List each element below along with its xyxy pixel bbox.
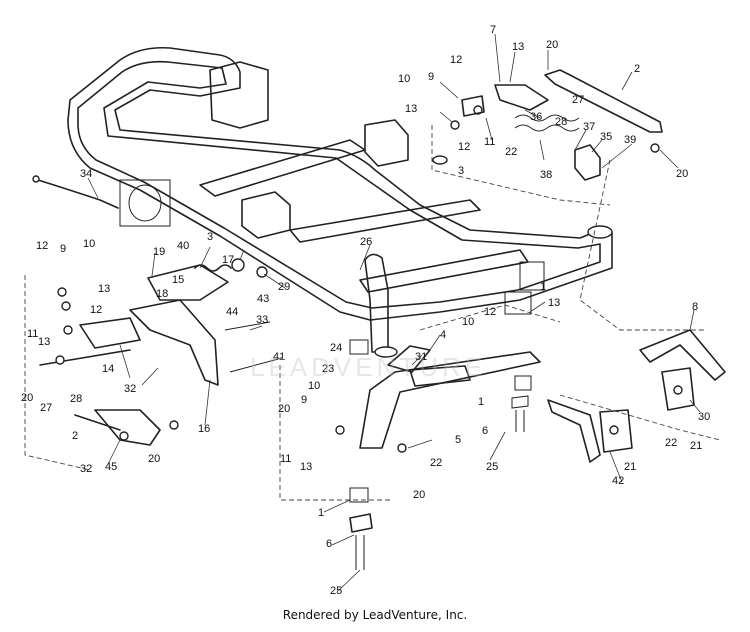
callout-44: 44 bbox=[226, 306, 238, 318]
callout-36: 36 bbox=[530, 111, 542, 123]
callout-26: 26 bbox=[360, 236, 372, 248]
callout-3: 3 bbox=[458, 165, 464, 177]
callout-22: 22 bbox=[505, 146, 517, 158]
callout-14: 14 bbox=[102, 363, 114, 375]
watermark-logo: LEADVENTURE bbox=[250, 352, 487, 382]
callout-16: 16 bbox=[198, 423, 210, 435]
callout-10: 10 bbox=[462, 316, 474, 328]
callout-43: 43 bbox=[257, 293, 269, 305]
callout-28: 28 bbox=[555, 116, 567, 128]
callout-20: 20 bbox=[21, 392, 33, 404]
callout-23: 23 bbox=[322, 363, 334, 375]
callout-25: 25 bbox=[330, 585, 342, 597]
callout-20: 20 bbox=[148, 453, 160, 465]
render-credit: Rendered by LeadVenture, Inc. bbox=[282, 608, 468, 622]
callout-13: 13 bbox=[548, 297, 560, 309]
callout-22: 22 bbox=[430, 457, 442, 469]
callout-32: 32 bbox=[124, 383, 136, 395]
callout-40: 40 bbox=[177, 240, 189, 252]
callout-2: 2 bbox=[634, 63, 640, 75]
callout-4: 4 bbox=[440, 329, 446, 341]
callout-20: 20 bbox=[676, 168, 688, 180]
callout-27: 27 bbox=[572, 94, 584, 106]
callout-13: 13 bbox=[98, 283, 110, 295]
callout-29: 29 bbox=[278, 281, 290, 293]
callout-11: 11 bbox=[27, 328, 38, 340]
callout-1: 1 bbox=[540, 281, 546, 293]
callout-25: 25 bbox=[486, 461, 498, 473]
callout-12: 12 bbox=[90, 304, 102, 316]
callout-42: 42 bbox=[612, 475, 624, 487]
callout-38: 38 bbox=[540, 169, 552, 181]
leader-lines bbox=[87, 33, 701, 593]
callout-37: 37 bbox=[583, 121, 595, 133]
callout-12: 12 bbox=[484, 306, 496, 318]
callout-10: 10 bbox=[398, 73, 410, 85]
callout-2: 2 bbox=[72, 430, 78, 442]
callout-17: 17 bbox=[222, 254, 234, 266]
callout-9: 9 bbox=[428, 71, 434, 83]
callout-9: 9 bbox=[60, 243, 66, 255]
callout-39: 39 bbox=[624, 134, 636, 146]
center-axle-assembly bbox=[335, 339, 541, 570]
callout-33: 33 bbox=[256, 314, 268, 326]
callout-27: 27 bbox=[40, 402, 52, 414]
dashed-assembly-outlines bbox=[24, 125, 721, 501]
callout-1: 1 bbox=[318, 507, 324, 519]
callout-31: 31 bbox=[415, 351, 427, 363]
callout-20: 20 bbox=[546, 39, 558, 51]
callout-13: 13 bbox=[300, 461, 312, 473]
callout-3: 3 bbox=[207, 231, 213, 243]
pedal-assembly-left bbox=[39, 258, 283, 446]
callout-28: 28 bbox=[70, 393, 82, 405]
callout-12: 12 bbox=[450, 54, 462, 66]
callout-1: 1 bbox=[478, 396, 484, 408]
exploded-parts-diagram: 7 13 20 2 10 9 12 27 13 12 11 36 28 37 3… bbox=[21, 24, 726, 597]
callout-22: 22 bbox=[665, 437, 677, 449]
cable bbox=[32, 175, 119, 209]
callout-11: 11 bbox=[280, 453, 291, 465]
callout-13: 13 bbox=[405, 103, 417, 115]
callout-7: 7 bbox=[490, 24, 496, 36]
callout-20: 20 bbox=[413, 489, 425, 501]
callout-6: 6 bbox=[326, 538, 332, 550]
callout-13: 13 bbox=[38, 336, 50, 348]
callout-9: 9 bbox=[301, 394, 307, 406]
callout-5: 5 bbox=[455, 434, 461, 446]
callout-24: 24 bbox=[330, 342, 342, 354]
callout-35: 35 bbox=[600, 131, 612, 143]
callout-labels: 7 13 20 2 10 9 12 27 13 12 11 36 28 37 3… bbox=[21, 24, 710, 597]
callout-15: 15 bbox=[172, 274, 184, 286]
callout-30: 30 bbox=[698, 411, 710, 423]
callout-21: 21 bbox=[690, 440, 702, 452]
callout-34: 34 bbox=[80, 168, 92, 180]
callout-19: 19 bbox=[153, 246, 165, 258]
callout-10: 10 bbox=[308, 380, 320, 392]
callout-18: 18 bbox=[156, 288, 168, 300]
upper-linkage bbox=[432, 69, 663, 181]
callout-13: 13 bbox=[512, 41, 524, 53]
callout-8: 8 bbox=[692, 301, 698, 313]
callout-41: 41 bbox=[273, 351, 285, 363]
callout-12: 12 bbox=[36, 240, 48, 252]
callout-21: 21 bbox=[624, 461, 636, 473]
callout-11: 11 bbox=[484, 136, 495, 148]
callout-20: 20 bbox=[278, 403, 290, 415]
callout-45: 45 bbox=[105, 461, 117, 473]
callout-10: 10 bbox=[83, 238, 95, 250]
callout-12: 12 bbox=[458, 141, 470, 153]
callout-6: 6 bbox=[482, 425, 488, 437]
callout-32: 32 bbox=[80, 463, 92, 475]
main-frame bbox=[67, 46, 613, 358]
